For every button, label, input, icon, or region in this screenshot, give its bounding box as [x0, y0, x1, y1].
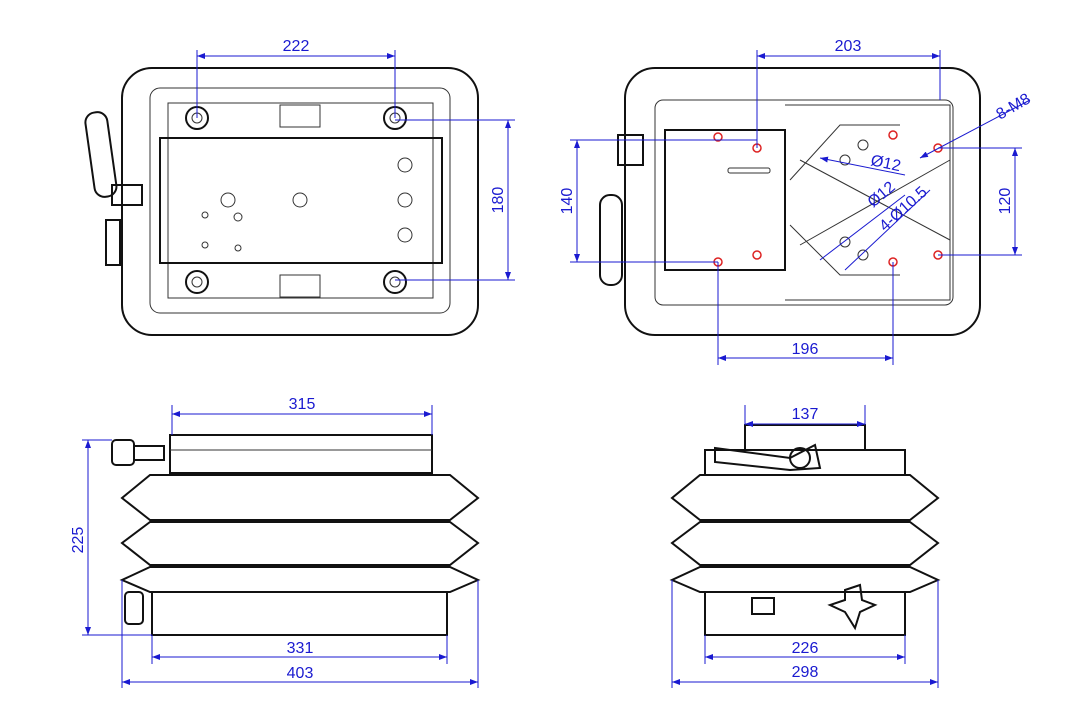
top-view-right: 203 8-M8 Ø12 Ø12 4-Ø10.5 140 120 196: [559, 38, 1034, 365]
dimension-label: 180: [490, 187, 507, 214]
dimension-label: 196: [792, 341, 819, 358]
dimension-label: 315: [289, 396, 316, 413]
dimension-label: 226: [792, 640, 819, 657]
thread-label: 8-M8: [994, 90, 1034, 123]
clamp-knob: [111, 439, 165, 625]
clamp-knob: [827, 583, 878, 631]
dimension-label: 403: [287, 665, 314, 682]
dimension-label: 140: [559, 188, 576, 215]
side-view: 137 226 298: [669, 405, 941, 688]
dimension-label: 298: [792, 664, 819, 681]
handle: [84, 111, 143, 266]
dimension-label: 222: [283, 38, 310, 55]
handle: [599, 134, 644, 286]
dimension-label: 137: [792, 406, 819, 423]
dimension-label: 331: [287, 640, 314, 657]
dimension-label: 203: [835, 38, 862, 55]
mounting-hole: [185, 106, 407, 294]
hole-diameter-label: Ø12: [869, 152, 902, 175]
handle: [714, 443, 822, 472]
dimension-label: 120: [997, 188, 1014, 215]
front-view: 315 225 331 403: [70, 396, 481, 688]
dimension-label: 225: [70, 527, 87, 554]
top-view-left: 222 180: [84, 38, 515, 336]
